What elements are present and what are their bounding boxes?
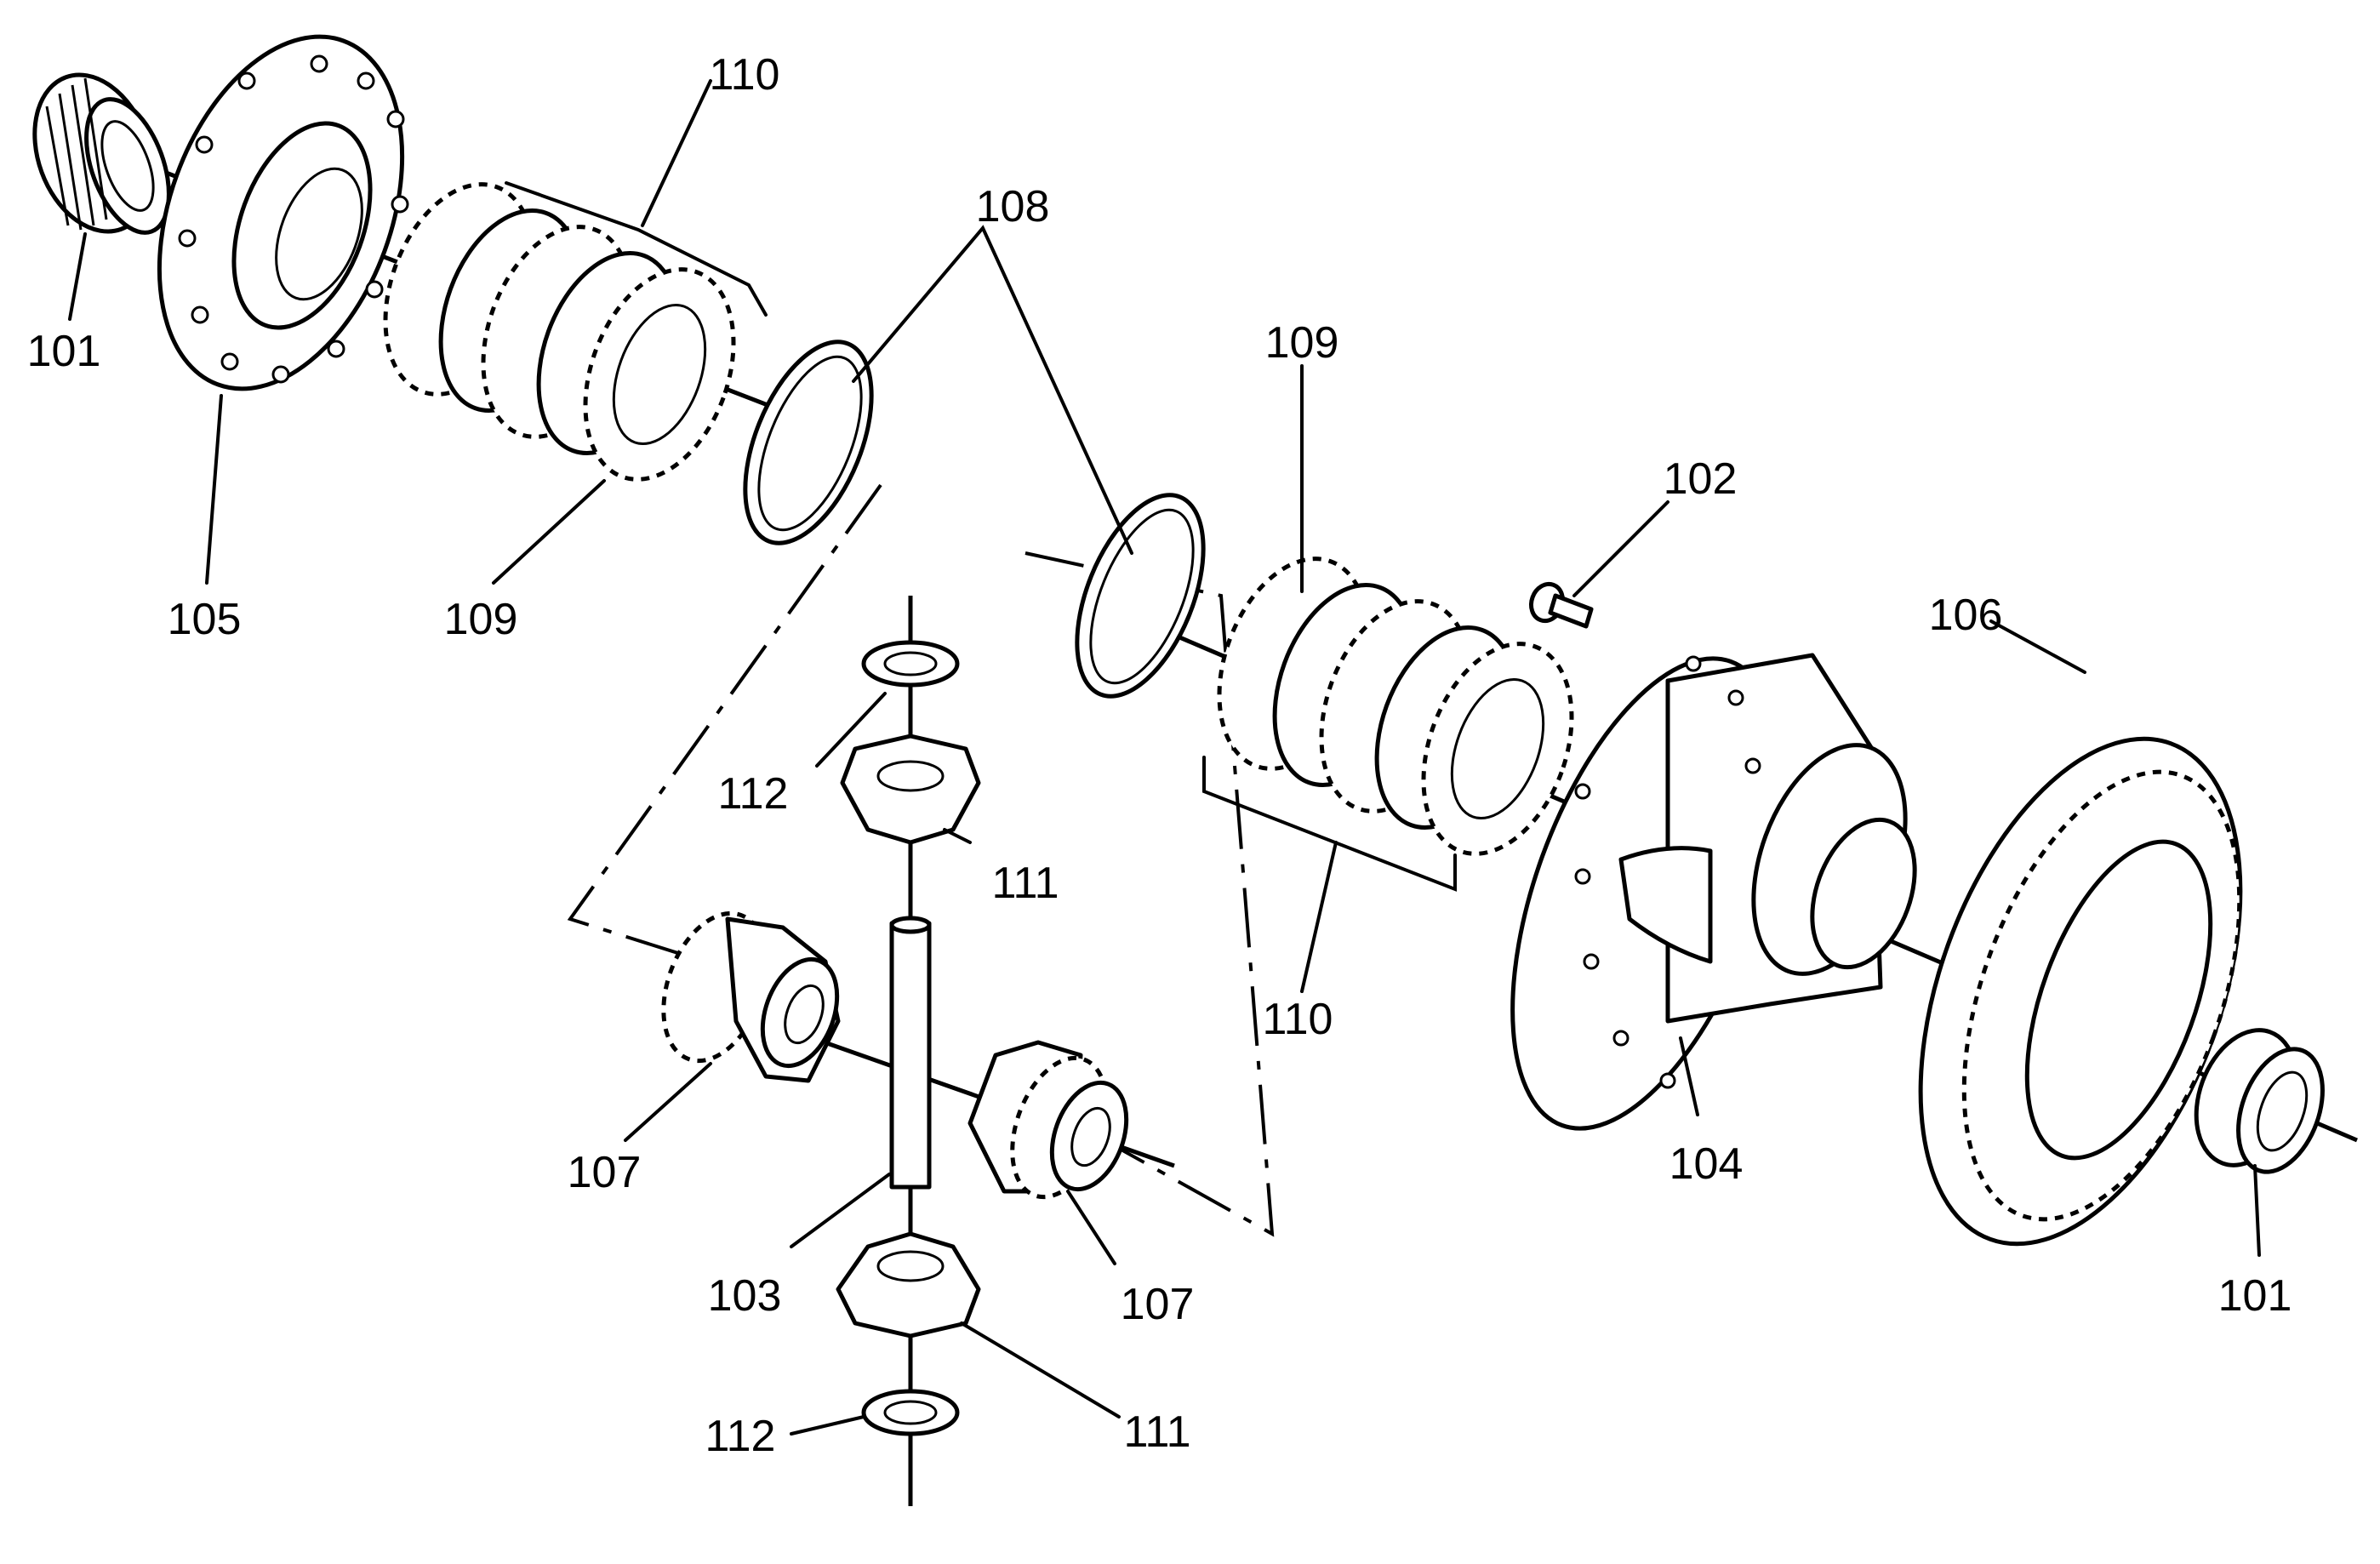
callout-112-upper: 112 (718, 769, 789, 819)
bearing-right (2194, 1028, 2325, 1174)
callout-112-lower: 112 (705, 1412, 776, 1461)
thrust-washer-right (1075, 493, 1206, 699)
callout-107-lower: 107 (1121, 1280, 1195, 1329)
side-gear-lower (967, 1040, 1129, 1200)
callout-108: 108 (976, 182, 1050, 231)
callout-111-lower: 111 (1123, 1407, 1190, 1457)
callout-104: 104 (1669, 1139, 1744, 1189)
callout-103: 103 (708, 1271, 782, 1321)
callout-107-upper: 107 (568, 1148, 642, 1197)
differential-case (1510, 653, 1917, 1131)
callout-110-right: 110 (1263, 995, 1333, 1044)
callout-111-upper: 111 (991, 859, 1059, 908)
clutch-pack-left (383, 182, 736, 482)
callout-109-left: 109 (444, 595, 518, 644)
thrust-washer-left (743, 340, 874, 545)
clutch-pack-right (1217, 557, 1574, 856)
callout-105: 105 (168, 595, 242, 644)
case-cover (157, 34, 409, 391)
callout-labels: 101 105 110 109 108 109 102 106 110 104 … (27, 50, 2292, 1461)
callout-102: 102 (1664, 454, 1738, 504)
pinion-washer-upper (861, 640, 960, 688)
pinion-shaft (889, 916, 932, 1190)
callout-106: 106 (1929, 591, 2003, 640)
callout-110-left: 110 (710, 50, 780, 100)
bearing-left (32, 72, 171, 235)
pinion-washer-lower (861, 1389, 960, 1436)
pinion-gear-upper (840, 733, 981, 845)
pinion-gear-lower (836, 1231, 981, 1339)
side-gear-upper (661, 910, 841, 1083)
case-bolt (1528, 581, 1594, 629)
callout-101-right: 101 (2218, 1271, 2292, 1321)
leader-lines (68, 79, 2261, 1436)
callout-101-left: 101 (27, 327, 101, 376)
callout-109-right: 109 (1265, 318, 1339, 368)
ring-gear (1918, 736, 2243, 1247)
